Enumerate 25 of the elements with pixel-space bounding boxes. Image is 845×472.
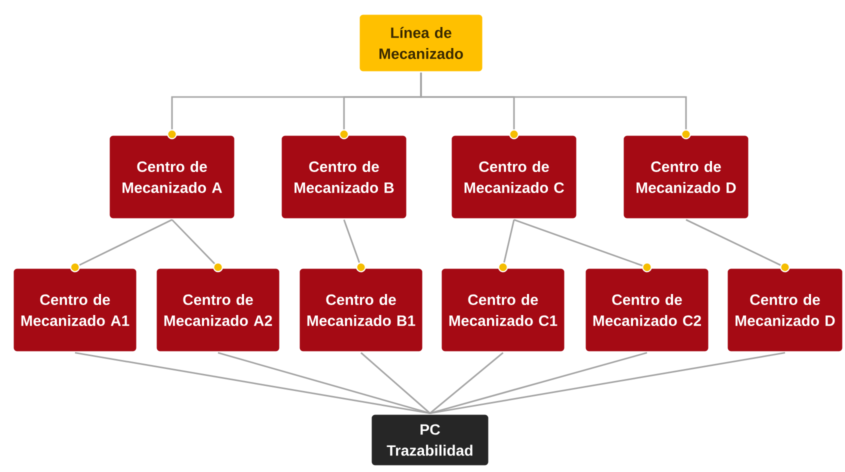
level-box: Línea de Mecanizado bbox=[358, 13, 484, 73]
machining-center-box: Centro de Mecanizado C2 bbox=[584, 267, 710, 353]
connector-line bbox=[430, 352, 786, 414]
connector-line bbox=[74, 352, 430, 414]
machining-center-box: Centro de Mecanizado B bbox=[280, 134, 408, 220]
connector-line bbox=[420, 72, 691, 140]
machining-center-box: Centro de Mecanizado C bbox=[450, 134, 578, 220]
connector-line bbox=[360, 352, 431, 414]
machining-center-box: Centro de Mecanizado A bbox=[108, 134, 236, 220]
connector-line bbox=[514, 219, 652, 272]
machining-center-box: Centro de Mecanizado D bbox=[622, 134, 750, 220]
connector-line bbox=[498, 220, 515, 272]
machining-center-box: Centro de Mecanizado A2 bbox=[155, 267, 281, 353]
connector-line bbox=[430, 352, 648, 414]
machining-center-box: Centro de Mecanizado D bbox=[726, 267, 844, 353]
machining-center-box: Centro de Mecanizado A1 bbox=[12, 267, 138, 353]
connector-line bbox=[430, 352, 504, 414]
connector-line bbox=[218, 352, 430, 414]
connector-line bbox=[686, 219, 790, 272]
connector-line bbox=[70, 219, 172, 272]
machining-center-box: Centro de Mecanizado C1 bbox=[440, 267, 566, 353]
computer-box: PC Trazabilidad bbox=[370, 413, 490, 467]
connector-line bbox=[343, 219, 366, 272]
machining-center-box: Centro de Mecanizado B1 bbox=[298, 267, 424, 353]
connector-line bbox=[171, 219, 223, 272]
